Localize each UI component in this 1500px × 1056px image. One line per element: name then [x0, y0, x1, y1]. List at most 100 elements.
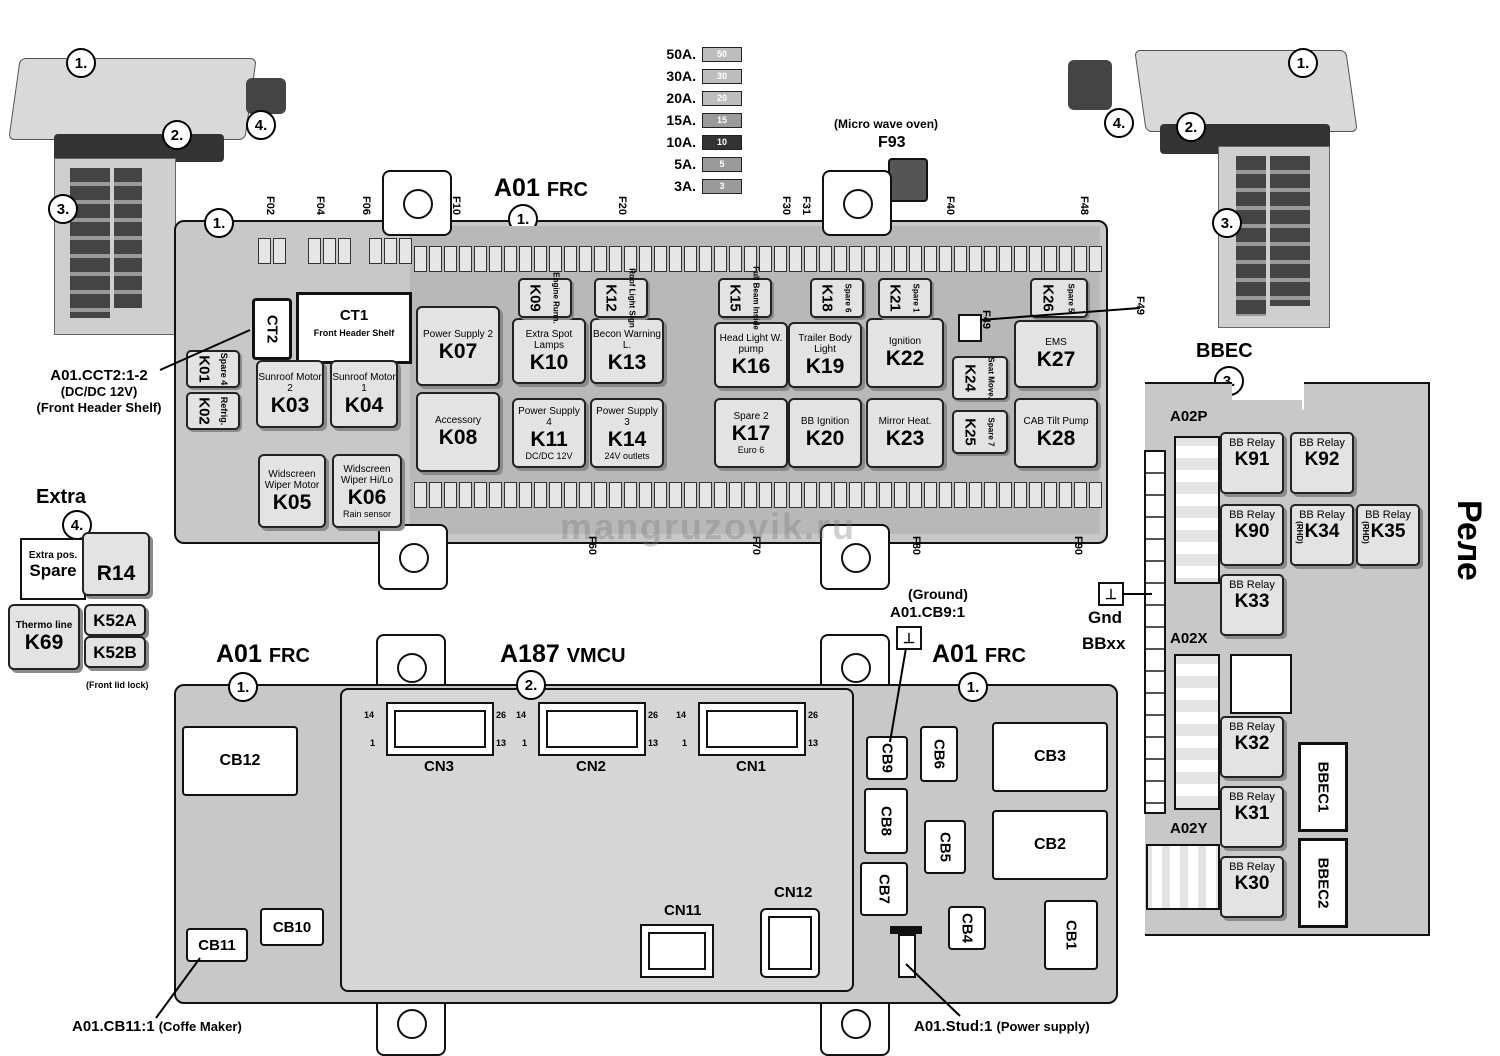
pin-number: 26 — [496, 710, 507, 720]
relay-label: Mirror Heat. — [878, 416, 932, 427]
pin-number: 14 — [364, 710, 375, 720]
relay-label: Spare 2 — [733, 411, 769, 422]
bb-relay-caption: BB Relay — [1229, 437, 1275, 449]
relay-label: Seat Move. — [986, 357, 996, 399]
fuse-label: F02 — [264, 196, 276, 215]
fuse-legend-amps: 15A. — [666, 112, 696, 128]
cb8-slot: CB8 — [864, 788, 908, 854]
relay-label: Becon Warning L. — [593, 328, 661, 351]
relay-id: K24 — [961, 364, 979, 392]
rhd-tag: (RHD) — [1360, 521, 1370, 544]
extra-title: Extra — [36, 486, 87, 508]
bottom-right-title: A01 FRC — [932, 640, 1026, 668]
ct2-socket: CT2 — [252, 298, 292, 360]
bb-relay-id: K35 — [1370, 521, 1406, 542]
relay-k69: Thermo line K69 — [8, 604, 80, 670]
bb-relay-caption: BB Relay — [1299, 437, 1345, 449]
fuse-legend-amps: 5A. — [674, 156, 696, 172]
fuse-label: F20 — [616, 196, 628, 215]
fuse-legend-amps: 3A. — [674, 178, 696, 194]
stud-body — [898, 934, 916, 978]
fuse-legend-swatch: 20 — [702, 90, 742, 106]
front-lid-caption: (Front lid lock) — [86, 680, 149, 690]
relay-label: Accessory — [434, 415, 482, 426]
relay-label: Head Light W. pump — [719, 332, 783, 355]
badge-2: 2. — [162, 120, 192, 150]
relay-id: K23 — [885, 427, 925, 450]
bb-relay-id: K91 — [1234, 449, 1270, 470]
relay-id: K11 — [530, 427, 568, 451]
cb1-slot: CB1 — [1044, 900, 1098, 970]
a02x-label: A02X — [1170, 630, 1208, 647]
relay-id: K22 — [885, 347, 925, 370]
cct2-leader — [159, 329, 251, 371]
pin-number: 14 — [676, 710, 687, 720]
mount-tab — [820, 524, 890, 590]
pin-number: 1 — [522, 738, 528, 748]
cb11-slot: CB11 — [186, 928, 248, 962]
relay-label: Ignition — [888, 336, 922, 347]
relay-label: Widscreen Wiper Motor — [264, 468, 320, 491]
rhd-tag: (RHD) — [1294, 521, 1304, 544]
bb-relay-caption: BB Relay — [1229, 721, 1275, 733]
fuse-legend-row: 50A.50 — [654, 46, 742, 62]
bb-relay-caption: BB Relay — [1299, 509, 1345, 521]
fuse-legend-row: 15A.15 — [654, 112, 742, 128]
bottom-left-badge: 1. — [228, 672, 258, 702]
stud-leader — [905, 963, 961, 1017]
relay-k52a: K52A — [84, 604, 146, 636]
mount-tab — [382, 170, 452, 236]
ct1-socket: CT1 Front Header Shelf — [296, 292, 412, 364]
relay-label: Engine Runn. — [551, 272, 561, 324]
relay-label: Widscreen Wiper Hi/Lo — [340, 463, 394, 486]
a02p-label: A02P — [1170, 408, 1208, 425]
frc-top-badge: 1. — [204, 208, 234, 238]
relay-footnote: 24V outlets — [604, 450, 650, 461]
relay-footnote: DC/DC 12V — [525, 450, 573, 461]
a02x-fuse-block — [1174, 654, 1220, 810]
fuse-label: F30 — [780, 196, 792, 215]
cb5-slot: CB5 — [924, 820, 966, 874]
a02y-fuse-block — [1146, 844, 1220, 910]
connector-label: CN1 — [736, 758, 767, 775]
cn12-label: CN12 — [774, 884, 813, 901]
relay-id: K05 — [272, 490, 312, 514]
relay-id: K07 — [438, 340, 478, 363]
frc-top-title: A01 FRC — [494, 174, 588, 202]
connector-cn1 — [698, 702, 806, 756]
bb-relay-id: K31 — [1234, 803, 1270, 824]
micro-wave-caption: (Micro wave oven) — [834, 117, 939, 131]
pin-number: 13 — [808, 738, 819, 748]
relay-label: Extra Spot Lamps — [525, 328, 573, 351]
relay-id: K14 — [607, 427, 647, 451]
connector-label: CN3 — [424, 758, 455, 775]
bottom-mid-title: A187 VMCU — [500, 640, 626, 668]
bottom-mid-badge: 2. — [516, 670, 546, 700]
relay-label: Roof Light Sign — [627, 268, 637, 328]
fuse-label: F04 — [314, 196, 326, 215]
bb-relay-caption: BB Relay — [1365, 509, 1411, 521]
relay-id: K10 — [529, 350, 569, 374]
relay-k52b: K52B — [84, 636, 146, 668]
fuse-label: F06 — [360, 196, 372, 215]
bbec-title: BBEC — [1196, 340, 1253, 362]
a02p-fuse-block — [1174, 436, 1220, 584]
cb6-slot: CB6 — [920, 726, 958, 782]
